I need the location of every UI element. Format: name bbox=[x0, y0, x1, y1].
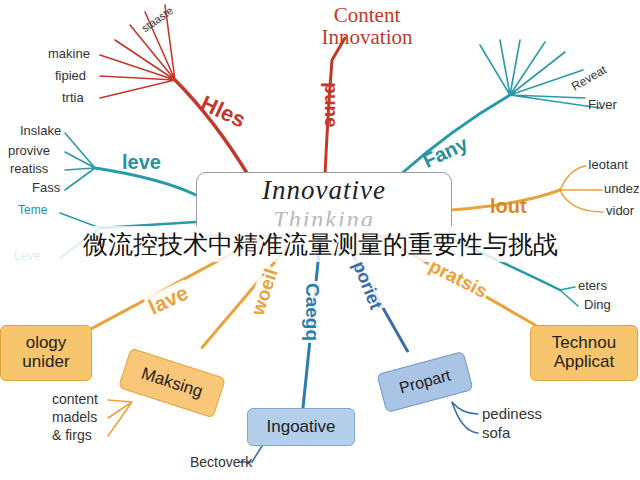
leaf-label: Fany bbox=[420, 133, 471, 172]
topic-box: Ingoative bbox=[247, 408, 355, 446]
leaf-label: madels bbox=[52, 410, 97, 425]
leaf-label: Hles bbox=[197, 91, 249, 132]
leaf-label: Ding bbox=[584, 298, 611, 312]
topic-box: ology unider bbox=[0, 325, 92, 381]
leaf-label: provive bbox=[8, 144, 50, 158]
topic-box: Technou Applicat bbox=[530, 325, 638, 381]
orange-branch bbox=[108, 166, 603, 436]
leaf-label: Content Innovation bbox=[292, 4, 442, 48]
node-title: Technou Applicat bbox=[539, 334, 629, 371]
leaf-label: vidor bbox=[606, 204, 634, 218]
red-branch bbox=[100, 5, 345, 178]
teal-branch bbox=[60, 40, 600, 306]
topic-box: Maksing bbox=[118, 348, 226, 419]
leaf-label: sofa bbox=[482, 425, 510, 441]
leaf-label: Ieotant bbox=[588, 158, 628, 172]
leaf-label: Bectoverk bbox=[190, 455, 252, 470]
leaf-label: reatiss bbox=[10, 162, 48, 176]
node-title: Ingoative bbox=[267, 418, 336, 437]
leaf-label: undez bbox=[604, 182, 639, 196]
node-title: Maksing bbox=[139, 364, 205, 401]
leaf-label: & firgs bbox=[52, 428, 92, 443]
leaf-label: content bbox=[52, 392, 98, 407]
node-title: Propart bbox=[397, 367, 452, 398]
branch-label: Caegq bbox=[301, 281, 323, 343]
node-title: ology unider bbox=[9, 334, 83, 371]
leaf-label: Reveat bbox=[569, 63, 608, 93]
leaf-label: lout bbox=[490, 196, 527, 217]
leaf-label: pediness bbox=[482, 406, 542, 422]
leaf-label: trtia bbox=[62, 91, 84, 105]
leaf-label: Teme bbox=[18, 204, 47, 217]
leaf-label: staaste bbox=[140, 5, 176, 35]
title-banner: 微流控技术中精准流量测量的重要性与挑战 bbox=[0, 226, 640, 262]
leaf-label: leve bbox=[122, 152, 161, 173]
leaf-label: Inslake bbox=[20, 124, 61, 138]
leaf-label: pune bbox=[321, 82, 341, 127]
branch-label: poriet bbox=[347, 257, 387, 315]
leaf-label: makine bbox=[48, 47, 90, 61]
node-title: Innovative bbox=[262, 176, 386, 206]
topic-box: Propart bbox=[376, 351, 473, 413]
leaf-label: Fiver bbox=[588, 98, 617, 112]
branch-label: lave bbox=[143, 280, 194, 321]
leaf-label: Fass bbox=[32, 181, 60, 195]
leaf-label: fipied bbox=[55, 69, 86, 83]
blue-leader bbox=[240, 402, 478, 462]
branch-label: woeil bbox=[247, 264, 284, 320]
leaf-label: eters bbox=[578, 279, 607, 293]
